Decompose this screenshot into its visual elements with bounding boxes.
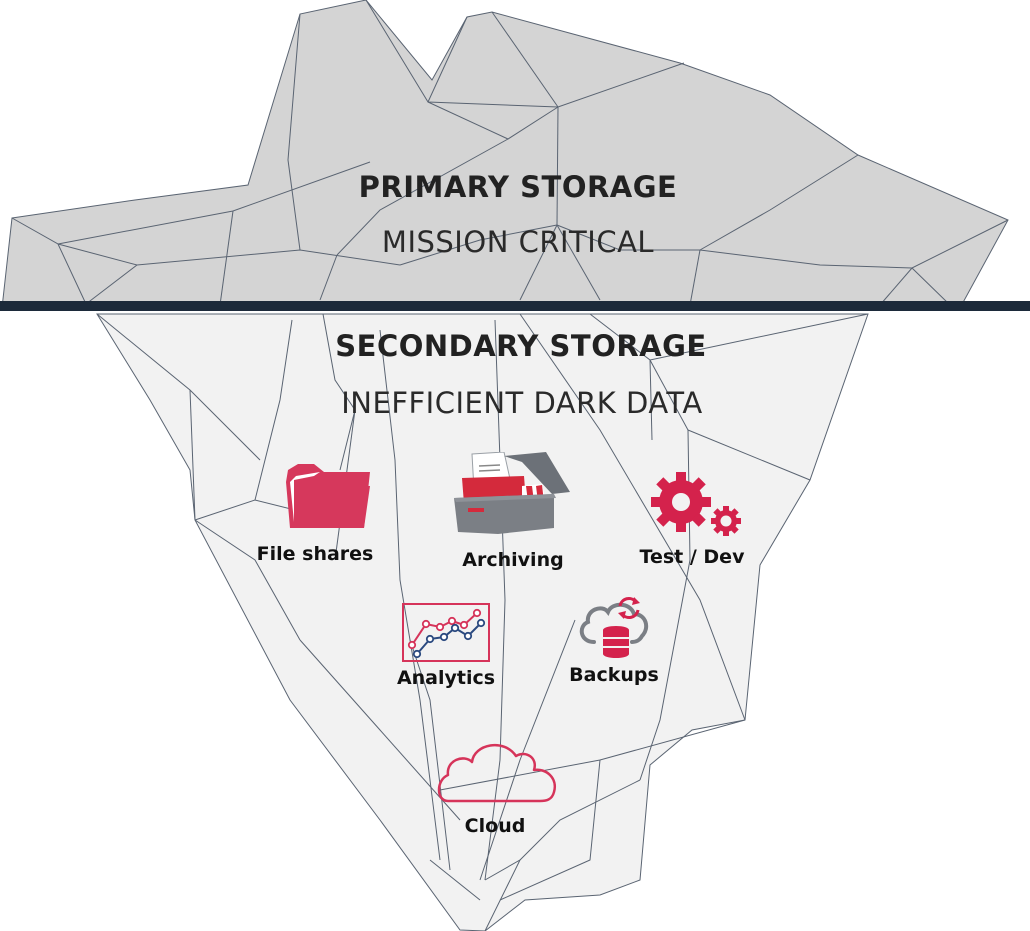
archiving-label: Archiving [462, 549, 564, 571]
underwater-facets [96, 313, 869, 931]
file-shares-label: File shares [256, 543, 374, 565]
analytics-label: Analytics [396, 667, 496, 689]
line-chart-icon [402, 603, 490, 662]
iceberg-tip [1, 0, 1009, 309]
primary-storage-title: PRIMARY STORAGE [358, 170, 678, 204]
folder-icon [286, 464, 370, 528]
cloud-database-sync-icon [579, 597, 649, 658]
gears-icon [651, 472, 741, 536]
backups-label: Backups [569, 664, 659, 686]
cloud-label: Cloud [464, 815, 526, 837]
tip-body [1, 0, 1009, 309]
test-dev-label: Test / Dev [639, 546, 745, 568]
secondary-storage-subtitle: INEFFICIENT DARK DATA [341, 386, 703, 420]
archive-box-icon [454, 452, 570, 534]
cloud-icon [437, 743, 557, 803]
primary-storage-subtitle: MISSION CRITICAL [381, 225, 655, 259]
waterline [0, 301, 1030, 311]
tip-facets [11, 0, 1009, 306]
secondary-storage-title: SECONDARY STORAGE [335, 329, 707, 363]
